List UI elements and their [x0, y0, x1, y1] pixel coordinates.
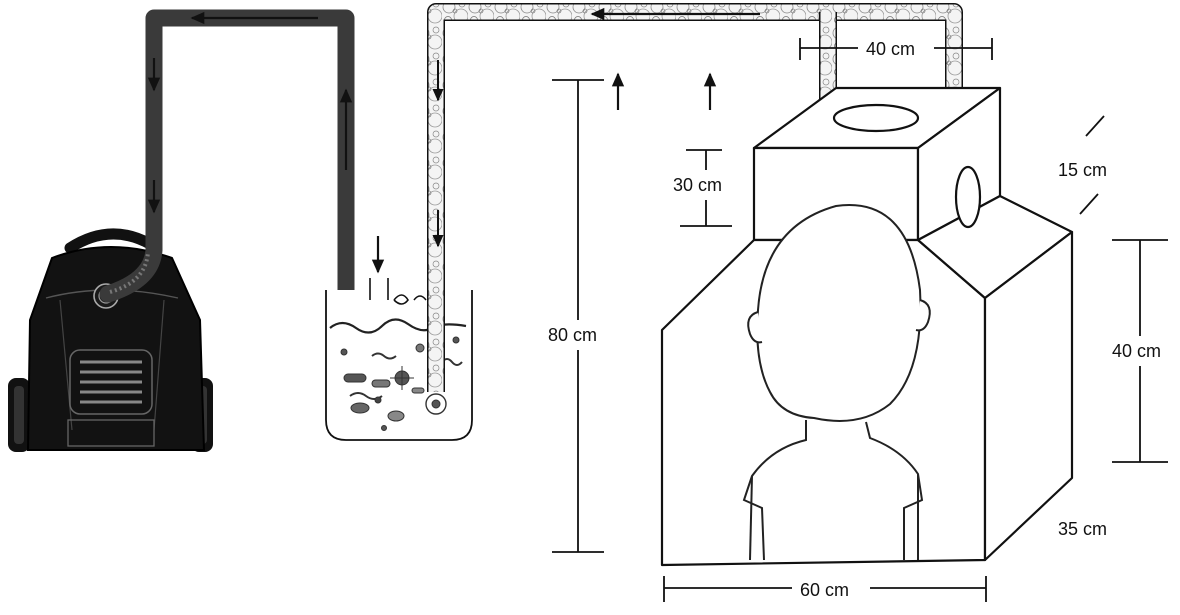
top-opening: [832, 103, 920, 133]
bubble-return-hose: [427, 3, 963, 392]
dim-label-side-depth: 15 cm: [1058, 160, 1107, 180]
dim-label-top-opening: 30 cm: [673, 175, 722, 195]
dim-label-hose-spacing: 40 cm: [866, 39, 915, 59]
vacuum-cleaner-icon: [8, 228, 213, 452]
dim-label-depth: 35 cm: [1058, 519, 1107, 539]
side-opening: [954, 165, 982, 229]
microbes-icon: [340, 336, 463, 431]
dim-label-total-height: 80 cm: [548, 325, 597, 345]
dim-label-width: 60 cm: [800, 580, 849, 600]
dim-label-side-height: 40 cm: [1112, 341, 1161, 361]
person-silhouette-icon: [742, 204, 931, 561]
dark-intake-hose: [99, 9, 355, 313]
